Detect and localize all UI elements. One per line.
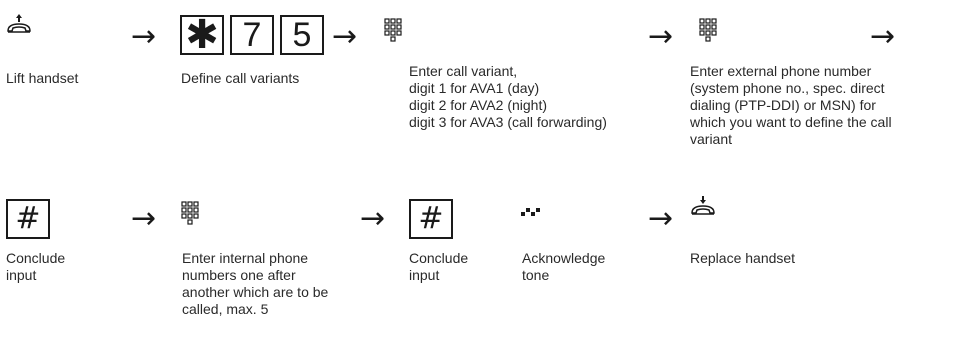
acknowledge-tone-icon bbox=[521, 208, 540, 216]
text-line: Acknowledge bbox=[522, 250, 606, 266]
text-line: input bbox=[6, 267, 37, 283]
text-line: Enter internal phone bbox=[182, 250, 309, 266]
key-hash[interactable]: # bbox=[409, 199, 453, 239]
step-acknowledge-tone-label: Acknowledge tone bbox=[522, 250, 605, 284]
lift-handset-icon bbox=[7, 14, 31, 33]
text-line: another which are to be bbox=[182, 284, 329, 300]
arrow-icon: → bbox=[360, 201, 386, 236]
text-line: numbers one after bbox=[182, 267, 296, 283]
arrow-icon: → bbox=[870, 19, 896, 54]
text-line: dialing (PTP-DDI) or MSN) for bbox=[690, 97, 876, 113]
key-hash[interactable]: # bbox=[6, 199, 50, 239]
step-define-call-variants-label: Define call variants bbox=[181, 70, 300, 86]
step-lift-handset-label: Lift handset bbox=[6, 70, 79, 86]
text-line: variant bbox=[690, 131, 733, 147]
text-line: (system phone no., spec. direct bbox=[690, 80, 885, 96]
text-line: Conclude bbox=[6, 250, 66, 266]
replace-handset-icon bbox=[691, 196, 715, 215]
text-line: Enter external phone number bbox=[690, 63, 872, 79]
arrow-icon: → bbox=[648, 19, 674, 54]
text-line: Conclude bbox=[409, 250, 469, 266]
text-line: called, max. 5 bbox=[182, 301, 269, 317]
step-enter-call-variant-label: Enter call variant, digit 1 for AVA1 (da… bbox=[409, 63, 607, 131]
text-line: digit 2 for AVA2 (night) bbox=[409, 97, 547, 113]
arrow-icon: → bbox=[131, 201, 157, 236]
keypad-icon bbox=[384, 18, 402, 42]
text-line: digit 3 for AVA3 (call forwarding) bbox=[409, 114, 607, 130]
text-line: input bbox=[409, 267, 440, 283]
arrow-icon: → bbox=[648, 201, 674, 236]
text-line: digit 1 for AVA1 (day) bbox=[409, 80, 540, 96]
keypad-icon bbox=[181, 201, 199, 225]
arrow-icon: → bbox=[332, 19, 358, 54]
keypad-icon bbox=[699, 18, 717, 42]
arrow-icon: → bbox=[131, 19, 157, 54]
step-replace-handset-label: Replace handset bbox=[690, 250, 796, 266]
step-enter-internal-numbers-label: Enter internal phone numbers one after a… bbox=[182, 250, 328, 318]
text-line: Enter call variant, bbox=[409, 63, 518, 79]
step-conclude-input-label: Conclude input bbox=[409, 250, 468, 284]
key-5[interactable]: 5 bbox=[280, 15, 324, 55]
key-star[interactable]: ✱ bbox=[180, 15, 224, 55]
step-conclude-input-label: Conclude input bbox=[6, 250, 65, 284]
text-line: tone bbox=[522, 267, 550, 283]
key-7[interactable]: 7 bbox=[230, 15, 274, 55]
text-line: which you want to define the call bbox=[690, 114, 892, 130]
step-enter-external-number-label: Enter external phone number (system phon… bbox=[690, 63, 892, 148]
